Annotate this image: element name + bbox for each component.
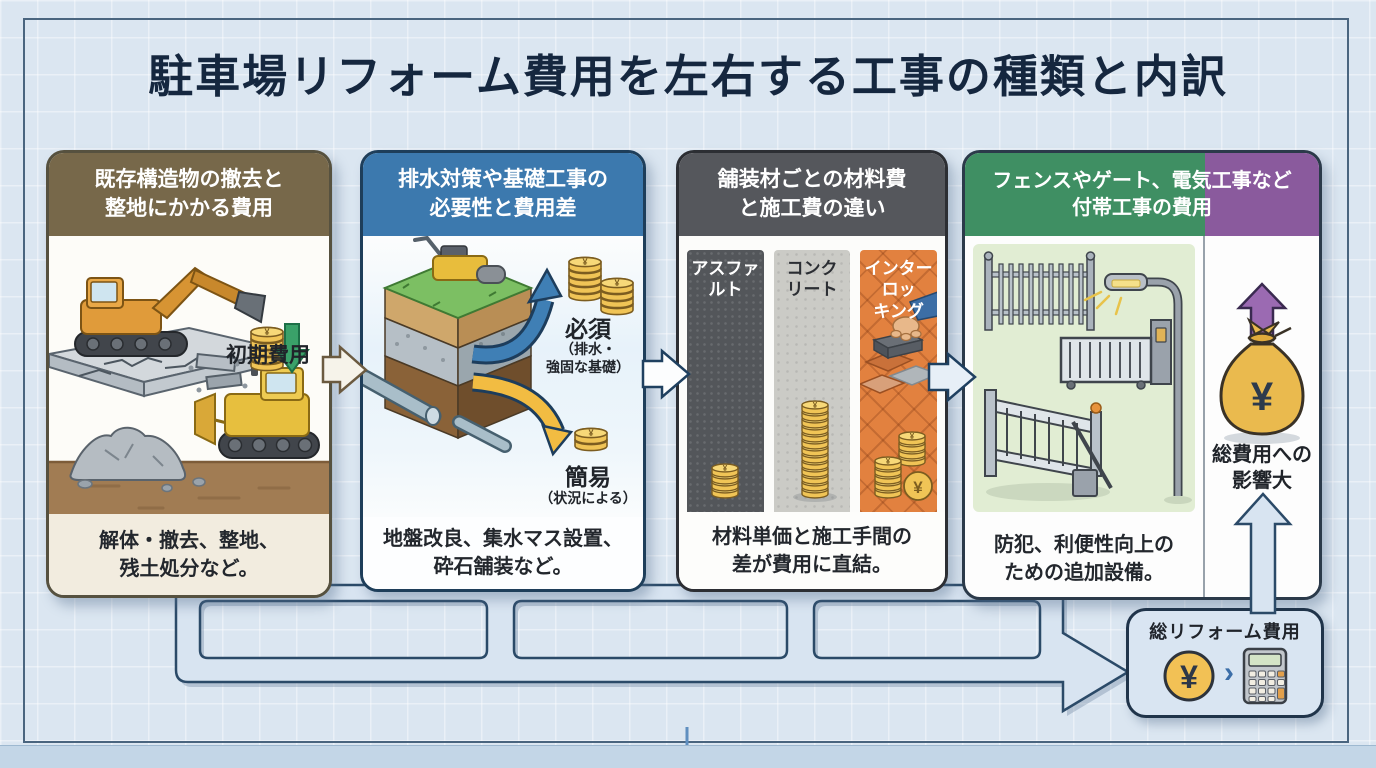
- material-asphalt-label: アスファ ルト: [691, 259, 760, 300]
- panel-drainage: 排水対策や基礎工事の 必要性と費用差: [360, 150, 646, 592]
- total-cost-row: ¥ ›: [1162, 647, 1288, 705]
- green-area: [973, 244, 1195, 512]
- panel-drainage-header: 排水対策や基礎工事の 必要性と費用差: [363, 153, 643, 236]
- excavator-icon: [74, 266, 267, 357]
- tilted-gate-icon: [984, 389, 1113, 501]
- simple-arrow-icon: [472, 372, 574, 457]
- panel-paving-caption: 材料単価と施工手間の 差が費用に直結。: [679, 512, 945, 589]
- falling-debris-icon: [188, 352, 248, 393]
- yen-symbol: ¥: [910, 432, 915, 441]
- yen-symbol: ¥: [914, 478, 924, 497]
- rubble-pile-icon: [69, 426, 206, 493]
- ancillary-illustration: [983, 251, 1192, 504]
- money-bag-icon: ¥: [1219, 317, 1305, 444]
- yen-coin-icon: ¥: [1163, 650, 1215, 702]
- yen-symbol: ¥: [264, 327, 269, 337]
- panel-ancillary-header: フェンスやゲート、電気工事など 付帯工事の費用: [965, 153, 1319, 236]
- yen-symbol: ¥: [723, 464, 728, 473]
- material-concrete-label: コンク リート: [786, 259, 838, 300]
- panel-ancillary: フェンスやゲート、電気工事など 付帯工事の費用: [962, 150, 1322, 600]
- panel-drainage-body: ¥ ¥ ¥ 必須 （排水・ 強固な基礎） 簡易 （状況による）: [363, 236, 643, 517]
- total-cost-label: 総リフォーム費用: [1149, 622, 1301, 642]
- interlocking-illustration: ¥ ¥ ¥: [860, 291, 938, 501]
- bottom-band: [0, 745, 1376, 768]
- compactor-icon: [413, 236, 506, 284]
- yen-symbol: ¥: [582, 257, 587, 267]
- green-area-wrap: [965, 236, 1203, 520]
- ancillary-illustration-column: 防犯、利便性向上の ための追加設備。: [965, 236, 1203, 597]
- required-coins-icon: ¥ ¥: [568, 256, 634, 316]
- impact-label: 総費用への 影響大: [1212, 444, 1312, 492]
- demolition-illustration: ¥: [49, 266, 329, 514]
- initial-cost-label: 初期費用: [226, 344, 310, 367]
- material-interlocking-label: インター ロッ キング: [864, 259, 933, 321]
- panel-demolition-body: ¥ 初期費用: [49, 236, 329, 514]
- hand-brick-icon: [872, 291, 938, 360]
- chevron-right-icon: ›: [1224, 656, 1234, 689]
- cost-coins-icon: ¥: [250, 326, 284, 372]
- material-asphalt: アスファ ルト ¥: [687, 250, 764, 512]
- flow-connector-shadow: [180, 590, 1132, 716]
- required-label: 必須: [565, 316, 611, 342]
- interlocking-coins-icon: ¥ ¥ ¥: [874, 431, 934, 501]
- concrete-coins-icon: ¥: [792, 400, 837, 502]
- panel-demolition-header: 既存構造物の撤去と 整地にかかる費用: [49, 153, 329, 236]
- yen-symbol: ¥: [614, 278, 619, 288]
- street-lamp-icon: [1083, 273, 1192, 504]
- soil-cube-illustration: ¥ ¥ ¥: [363, 236, 634, 457]
- panel-paving: 舗装材ごとの材料費 と施工費の違い アスファ ルト ¥ コンク リート: [676, 150, 948, 592]
- yen-symbol: ¥: [588, 428, 593, 438]
- bulldozer-icon: [194, 358, 320, 459]
- material-interlocking: インター ロッ キング: [860, 250, 938, 512]
- page-title: 駐車場リフォーム費用を左右する工事の種類と内訳: [148, 51, 1228, 102]
- simple-label: 簡易: [565, 464, 611, 490]
- yen-symbol: ¥: [1180, 659, 1198, 695]
- yen-symbol: ¥: [812, 401, 817, 410]
- paver-tiles-icon: [860, 351, 938, 394]
- required-note: （排水・ 強固な基礎）: [546, 341, 630, 376]
- required-arrow-icon: [471, 267, 563, 365]
- sliding-gate-icon: [1059, 319, 1172, 390]
- simple-note: （状況による）: [539, 490, 637, 506]
- panel-drainage-caption: 地盤改良、集水マス設置、 砕石舗装など。: [363, 517, 643, 589]
- panel-ancillary-content: 防犯、利便性向上の ための追加設備。 ¥ 総費用への 影響大: [965, 236, 1319, 597]
- fence-icon: [983, 251, 1096, 331]
- panel-demolition-caption: 解体・撤去、整地、 残土処分など。: [49, 514, 329, 595]
- yen-symbol: ¥: [1251, 375, 1274, 419]
- impact-column: ¥ 総費用への 影響大: [1203, 236, 1319, 597]
- panel-demolition: 既存構造物の撤去と 整地にかかる費用: [46, 150, 332, 598]
- calculator-icon: [1242, 647, 1288, 705]
- total-cost-box: 総リフォーム費用 ¥ ›: [1126, 608, 1324, 718]
- impact-illustration: ¥: [1219, 282, 1305, 444]
- asphalt-coins-icon: ¥: [711, 463, 739, 499]
- simple-coins-icon: ¥: [574, 427, 608, 452]
- material-columns: アスファ ルト ¥ コンク リート: [687, 250, 938, 512]
- panel-paving-header: 舗装材ごとの材料費 と施工費の違い: [679, 153, 945, 236]
- yen-symbol: ¥: [886, 457, 891, 466]
- down-arrow-icon: [274, 323, 310, 374]
- panel-ancillary-caption: 防犯、利便性向上の ための追加設備。: [994, 533, 1174, 584]
- material-concrete: コンク リート ¥: [773, 250, 851, 512]
- panel-paving-body: アスファ ルト ¥ コンク リート: [679, 236, 945, 512]
